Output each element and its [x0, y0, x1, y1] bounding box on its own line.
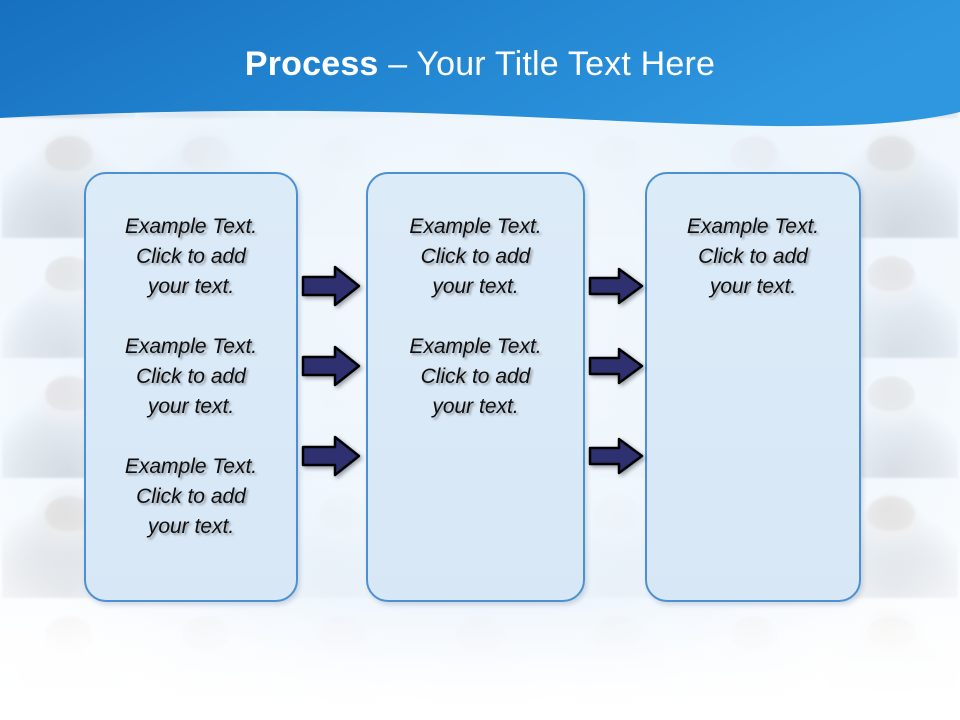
process-box-3-paragraph-1: Example Text. Click to add your text. [686, 215, 820, 298]
right-arrow-icon[interactable] [588, 266, 644, 306]
process-box-2-paragraph-2: Example Text. Click to add your text. [409, 335, 542, 418]
page-title-strong: Process [244, 45, 379, 83]
right-arrow-icon[interactable] [301, 344, 361, 388]
right-arrow-icon[interactable] [588, 436, 644, 476]
page-title-rest: – Your Title Text Here [378, 45, 716, 83]
process-box-2-paragraph-1: Example Text. Click to add your text. [409, 215, 542, 298]
process-box-1[interactable]: Example Text. Click to add your text. Ex… [84, 172, 298, 602]
header-wave-shape [0, 0, 960, 127]
process-box-2[interactable]: Example Text. Click to add your text. Ex… [366, 172, 585, 602]
process-box-1-paragraph-3: Example Text. Click to add your text. [124, 455, 258, 538]
right-arrow-icon[interactable] [588, 346, 644, 386]
process-box-1-paragraph-1: Example Text. Click to add your text. [124, 215, 258, 298]
right-arrow-icon[interactable] [301, 434, 361, 478]
process-box-3[interactable]: Example Text. Click to add your text. [645, 172, 861, 602]
process-box-1-paragraph-2: Example Text. Click to add your text. [124, 335, 258, 418]
header-band: Process – Your Title Text Here [0, 0, 960, 150]
right-arrow-icon[interactable] [301, 264, 361, 308]
page-title: Process – Your Title Text Here [0, 45, 960, 83]
